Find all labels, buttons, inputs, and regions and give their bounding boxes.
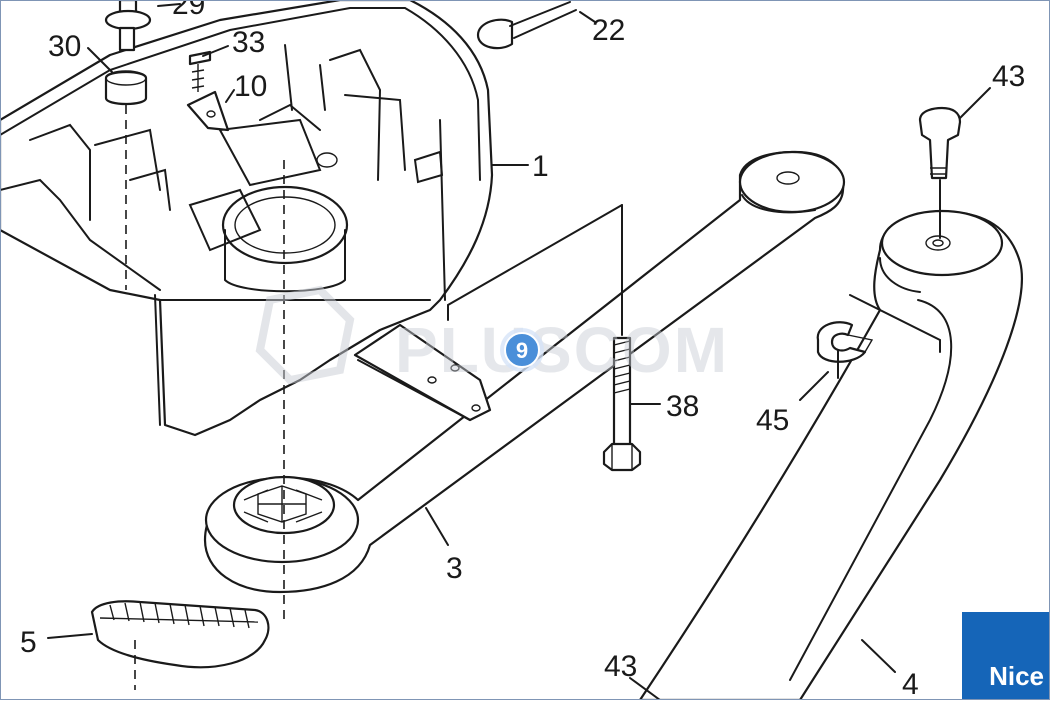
label-part-4: 4 — [902, 668, 919, 700]
hotspot-badge-9[interactable]: 9 — [500, 328, 544, 372]
label-part-1: 1 — [532, 150, 549, 183]
leader-lines — [47, 3, 991, 701]
part-45-clip — [816, 321, 874, 363]
part-43-pin — [918, 106, 962, 180]
part-5-stop — [90, 600, 270, 669]
label-part-45: 45 — [756, 404, 789, 437]
part-3-arm — [203, 150, 846, 594]
label-part-38: 38 — [666, 390, 699, 423]
label-part-5: 5 — [20, 626, 37, 659]
label-part-30: 30 — [48, 30, 81, 63]
watermark: PLUSCOM — [255, 285, 729, 386]
small-hardware — [104, 0, 577, 132]
label-part-22: 22 — [592, 14, 625, 47]
label-part-10: 10 — [234, 70, 267, 103]
hotspot-badge-label: 9 — [516, 338, 528, 363]
assembly-lines — [125, 105, 941, 690]
label-part-43-bottom: 43 — [604, 650, 637, 683]
part-38-bolt — [602, 336, 642, 472]
label-part-3: 3 — [446, 552, 463, 585]
brand-logo: Nice — [962, 612, 1050, 700]
label-part-43-top: 43 — [992, 60, 1025, 93]
brand-logo-text: Nice — [989, 661, 1044, 691]
part-9-bracket — [353, 323, 492, 422]
label-part-29: 29 — [172, 0, 205, 21]
label-part-33: 33 — [232, 26, 265, 59]
part-1-housing — [0, 0, 494, 437]
watermark-text: PLUSCOM — [395, 314, 729, 386]
